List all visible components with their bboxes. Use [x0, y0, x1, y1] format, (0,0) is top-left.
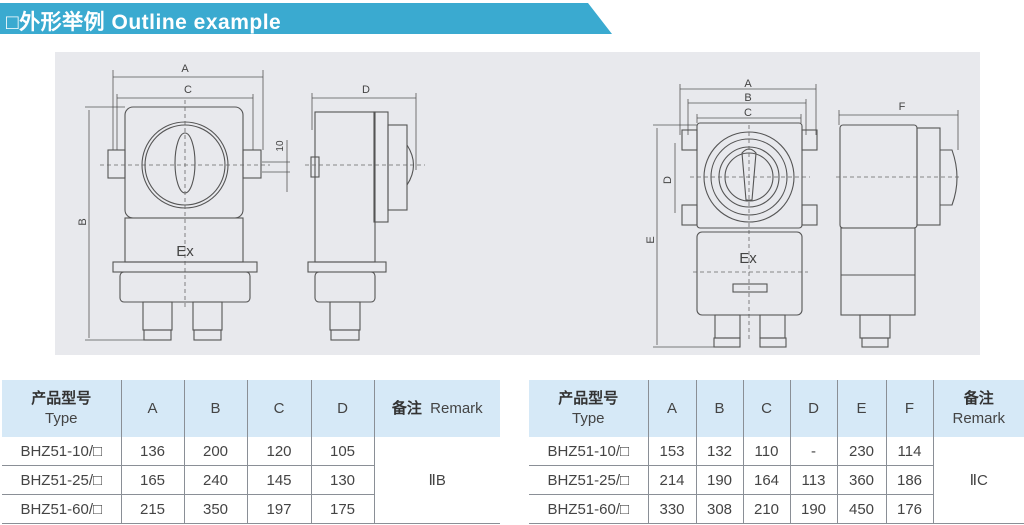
dim-label-f: F: [899, 101, 906, 113]
section-header: □外形举例 Outline example: [0, 3, 612, 34]
cell-value: 175: [311, 494, 375, 524]
header-type: 产品型号 Type: [529, 380, 649, 437]
table-row: BHZ51-25/□ 165 240 145 130: [2, 465, 500, 495]
header-type-en: Type: [571, 409, 605, 427]
cell-value: 214: [648, 465, 697, 495]
header-col: B: [184, 380, 248, 437]
left-side-view: D: [305, 84, 425, 341]
cell-value: 308: [696, 494, 744, 524]
header-remark-zh: 备注: [391, 399, 422, 417]
header-col: E: [837, 380, 887, 437]
cell-value: 132: [696, 437, 744, 466]
right-front-view: A B C E D Ex: [645, 78, 818, 348]
table-row: BHZ51-60/□ 330 308 210 190 450 176: [529, 494, 1024, 524]
cell-value: 145: [247, 465, 312, 495]
cell-remark: ⅡB: [374, 437, 500, 524]
header-col: D: [311, 380, 375, 437]
dim-label-a: A: [744, 78, 752, 90]
left-front-view: A C B 10 Ex: [77, 63, 290, 341]
cell-value: 215: [121, 494, 185, 524]
cell-value: 153: [648, 437, 697, 466]
cell-type: BHZ51-25/□: [529, 465, 649, 495]
cell-type: BHZ51-25/□: [2, 465, 122, 495]
dim-label-c: C: [744, 107, 752, 119]
header-col: A: [121, 380, 185, 437]
header-remark-en: Remark: [952, 409, 1005, 427]
cell-value: 360: [837, 465, 887, 495]
cell-value: 114: [886, 437, 934, 466]
cell-value: 136: [121, 437, 185, 466]
cell-value: 186: [886, 465, 934, 495]
dim-label-d: D: [662, 176, 674, 184]
outline-drawing-area: [55, 52, 980, 355]
header-type-zh: 产品型号: [558, 389, 619, 407]
dim-label-a: A: [181, 63, 189, 75]
header-remark-en: Remark: [430, 399, 483, 417]
dim-label-b: B: [77, 218, 89, 225]
table-row: BHZ51-10/□ 136 200 120 105 ⅡB: [2, 437, 500, 524]
header-col: F: [886, 380, 934, 437]
right-side-view: F: [836, 101, 962, 348]
dim-label-10: 10: [275, 140, 286, 152]
cell-value: 105: [311, 437, 375, 466]
cell-type: BHZ51-60/□: [529, 494, 649, 524]
dim-label-d: D: [362, 84, 370, 96]
cell-type: BHZ51-10/□: [2, 437, 122, 466]
dim-label-e: E: [645, 236, 657, 243]
cell-type: BHZ51-10/□: [529, 437, 649, 466]
table-row: BHZ51-60/□ 215 350 197 175: [2, 494, 500, 524]
cell-value: 110: [743, 437, 791, 466]
table-header-row: 产品型号 Type A B C D 备注 Remark: [2, 380, 500, 437]
cell-value: 230: [837, 437, 887, 466]
cell-value: -: [790, 437, 838, 466]
header-type-en: Type: [44, 409, 78, 427]
dim-label-b: B: [744, 92, 751, 104]
header-type-zh: 产品型号: [31, 389, 92, 407]
header-type: 产品型号 Type: [2, 380, 122, 437]
cell-value: 130: [311, 465, 375, 495]
spec-table-iic: 产品型号 Type A B C D E F 备注 Remark BHZ51-10/□…: [529, 380, 1024, 524]
cell-value: 200: [184, 437, 248, 466]
cell-value: 176: [886, 494, 934, 524]
table-header-row: 产品型号 Type A B C D E F 备注 Remark: [529, 380, 1024, 437]
cell-value: 350: [184, 494, 248, 524]
header-col: C: [743, 380, 791, 437]
header-banner-shape: [0, 3, 612, 34]
dim-label-c: C: [184, 84, 192, 96]
cell-value: 113: [790, 465, 838, 495]
ex-mark: Ex: [176, 243, 194, 260]
spec-table-iib: 产品型号 Type A B C D 备注 Remark BHZ51-10/□ 13…: [2, 380, 500, 524]
cell-value: 164: [743, 465, 791, 495]
section-title: □外形举例 Outline example: [6, 11, 282, 34]
cell-value: 330: [648, 494, 697, 524]
cell-value: 240: [184, 465, 248, 495]
header-remark: 备注 Remark: [933, 380, 1024, 437]
header-col: A: [648, 380, 697, 437]
cell-remark: ⅡC: [933, 437, 1024, 524]
cell-value: 450: [837, 494, 887, 524]
table-row: BHZ51-25/□ 214 190 164 113 360 186: [529, 465, 1024, 495]
header-col: C: [247, 380, 312, 437]
ex-mark: Ex: [739, 250, 757, 267]
header-remark: 备注 Remark: [374, 380, 500, 437]
table-row: BHZ51-10/□ 153 132 110 - 230 114 ⅡC: [529, 437, 1024, 524]
cell-value: 165: [121, 465, 185, 495]
cell-value: 190: [696, 465, 744, 495]
header-col: B: [696, 380, 744, 437]
cell-type: BHZ51-60/□: [2, 494, 122, 524]
header-col: D: [790, 380, 838, 437]
cell-value: 190: [790, 494, 838, 524]
cell-value: 210: [743, 494, 791, 524]
cell-value: 120: [247, 437, 312, 466]
header-remark-zh: 备注: [963, 389, 994, 407]
cell-value: 197: [247, 494, 312, 524]
